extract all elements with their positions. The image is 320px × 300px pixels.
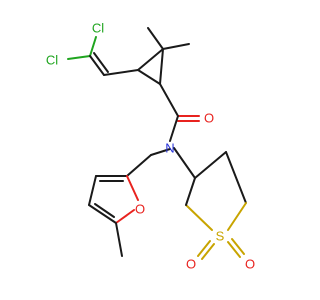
bond-furan-c4-c5 bbox=[88, 204, 117, 224]
bond-sulf-s-c2 bbox=[185, 204, 213, 231]
bond-furan-c3-c4 bbox=[88, 175, 97, 206]
bond-cp-2 bbox=[159, 48, 164, 85]
bond-methyl-right bbox=[162, 43, 190, 50]
atom-label-amide-n: N bbox=[165, 141, 174, 156]
bond-furan-c4-c5-inner bbox=[94, 203, 115, 218]
bond-c-cl-top bbox=[89, 36, 97, 57]
bond-carbonyl-n bbox=[169, 115, 179, 142]
bond-s-o-right-b bbox=[231, 238, 245, 255]
bond-s-o-right-a bbox=[227, 241, 241, 258]
bond-sulf-c5-s bbox=[227, 202, 247, 231]
bond-sulf-c4-c5 bbox=[225, 151, 247, 204]
atom-label-sulfur: S bbox=[216, 229, 225, 244]
atom-label-carbonyl-o: O bbox=[204, 111, 214, 126]
bond-vinyl-double-b bbox=[93, 52, 109, 73]
atom-label-sulfone-o-right: O bbox=[245, 257, 255, 272]
bond-ch2-furan bbox=[126, 154, 152, 177]
bond-sulf-c2-c3 bbox=[185, 177, 196, 206]
bond-cp-3 bbox=[137, 69, 161, 85]
bond-vinyl-cyclopropane bbox=[103, 69, 139, 76]
molecule-structure: Cl Cl O N O S O O bbox=[46, 21, 255, 272]
bond-sulf-c3-c4 bbox=[194, 151, 227, 179]
atom-label-cl-top: Cl bbox=[92, 21, 104, 36]
bond-c-cl-left bbox=[67, 55, 91, 60]
atom-label-furan-o: O bbox=[135, 202, 145, 217]
bond-methyl-upper bbox=[147, 27, 164, 50]
bond-cp-carbonyl bbox=[159, 83, 179, 117]
bond-furan-o-c2 bbox=[126, 175, 139, 201]
bond-n-ch2 bbox=[150, 148, 171, 156]
bond-vinyl-double-a bbox=[89, 55, 105, 76]
bond-n-sulfolane bbox=[173, 147, 196, 179]
bond-furan-methyl bbox=[115, 222, 123, 257]
bond-furan-c5-o bbox=[115, 209, 135, 224]
atom-label-cl-left: Cl bbox=[46, 53, 58, 68]
atom-label-sulfone-o-left: O bbox=[186, 257, 196, 272]
bond-s-o-left-b bbox=[197, 240, 211, 257]
bond-cp-1 bbox=[137, 48, 164, 71]
bond-s-o-left-a bbox=[201, 243, 215, 260]
